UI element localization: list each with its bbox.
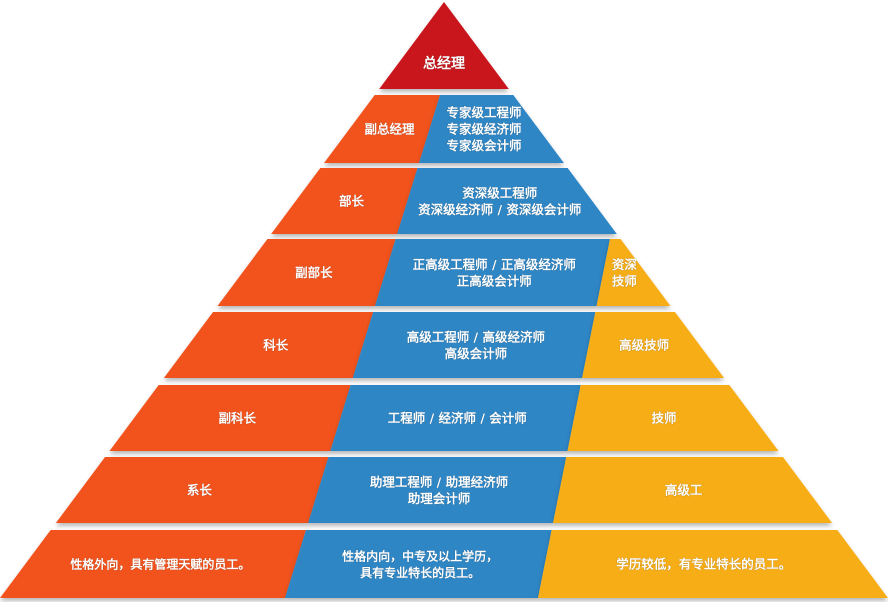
tier-1-left-segment [324,95,440,163]
tier-3-middle-label-line-2: 正高级会计师 [457,273,533,288]
tier-6-right-label: 高级工 [665,483,703,498]
tier-7-middle-label-line-1: 性格内向，中专及以上学历， [341,548,498,563]
tier-1-middle-label-line-3: 专家级会计师 [447,138,523,153]
tier-5-right-segment [567,385,779,451]
tier-4-left-segment [163,312,374,378]
tier-2-middle-label-line-2: 资深级经济师 / 资深级会计师 [418,202,582,217]
tier-5-middle-segment [330,385,581,451]
tier-7-right-label: 学历较低，有专业特长的员工。 [616,557,791,572]
tier-6-middle-segment [308,457,567,523]
tier-7-right-segment [538,530,888,598]
tier-3-right-label-line-2: 技师 [612,273,638,288]
tier-3-left-segment [217,239,396,306]
tier-4-middle-label-line-1: 高级工程师 / 高级经济师 [407,329,546,344]
tier-4-middle-segment [352,312,596,378]
tier-1-middle-label-line-2: 专家级经济师 [447,122,523,137]
tier-3-right-label-line-1: 资深 [612,257,638,272]
tier-5-right-label: 技师 [651,411,677,426]
tier-2-left-segment [271,168,418,234]
tier-3-middle-label-line-1: 正高级工程师 / 正高级经济师 [413,257,577,272]
apex-label: 总经理 [423,55,465,72]
tier-6-middle-label-line-1: 助理工程师 / 助理经济师 [370,474,509,489]
tier-5-middle-label: 工程师 / 经济师 / 会计师 [388,411,528,426]
tier-7-middle-segment [285,530,552,598]
tier-2-left-label: 部长 [339,194,365,209]
tier-2-middle-segment [397,168,617,234]
tier-5-left-label: 副科长 [219,411,257,426]
tier-7-left-label: 性格外向，具有管理天赋的员工。 [69,557,250,572]
tier-6-left-label: 系长 [187,483,213,498]
tier-4-left-label: 科长 [263,338,289,353]
tier-1-left-label: 副总经理 [364,122,415,137]
tier-4-right-label: 高级技师 [619,338,670,353]
apex-tier [379,2,509,89]
tier-5-left-segment [109,385,351,451]
tier-4-right-segment [582,312,725,378]
tier-1-middle-label-line-1: 专家级工程师 [447,105,523,120]
tier-7-middle-label-line-2: 具有专业特长的员工。 [360,565,480,580]
tier-6-left-segment [55,457,329,523]
tier-2-middle-label-line-1: 资深级工程师 [462,185,538,200]
tier-7-left-segment [0,530,306,598]
tier-3-right-segment [596,239,671,306]
tier-1-middle-segment [419,95,564,163]
tier-3-left-label: 副部长 [295,265,333,280]
tier-6-right-segment [553,457,833,523]
tier-6-middle-label-line-2: 助理会计师 [408,491,471,506]
tier-3-middle-segment [374,239,610,306]
tier-4-middle-label-line-2: 高级会计师 [445,346,508,361]
